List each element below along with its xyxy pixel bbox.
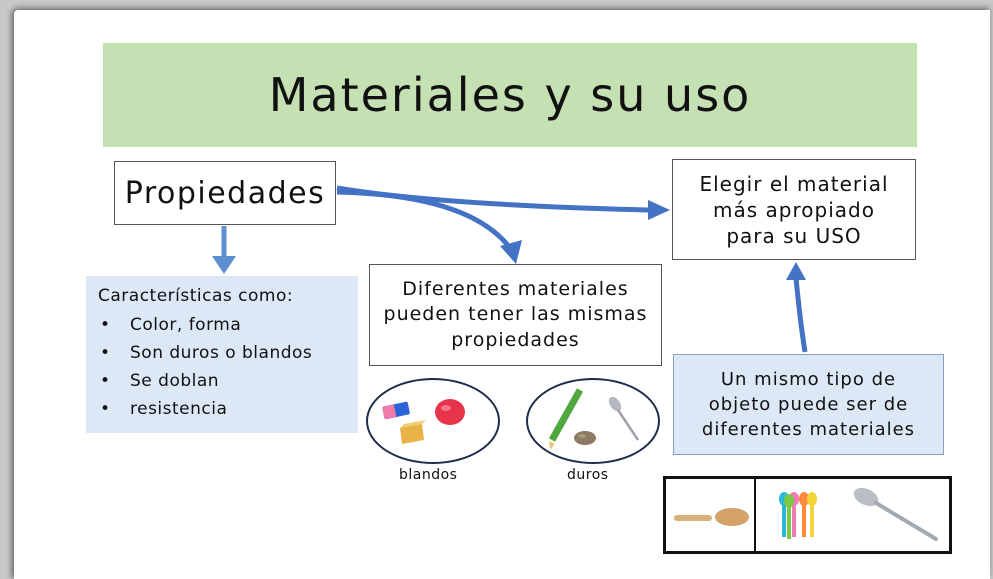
duros-oval (526, 378, 660, 464)
spoon-icon (608, 396, 640, 441)
list-item: Son duros o blandos (98, 339, 358, 367)
arrow-propiedades-to-elegir (336, 185, 670, 220)
caracteristicas-list: Color, forma Son duros o blandos Se dobl… (98, 311, 358, 423)
arrow-mismo-to-elegir (786, 262, 808, 353)
propiedades-box: Propiedades (114, 161, 336, 225)
stone-icon (574, 431, 596, 445)
eraser-icon (382, 401, 410, 420)
sponge-icon (400, 420, 426, 444)
list-item: Se doblan (98, 367, 358, 395)
caracteristicas-box: Características como: Color, forma Son d… (86, 276, 358, 433)
mismo-line-1: Un mismo tipo de (720, 368, 897, 390)
mismo-line-2: objeto puede ser de (708, 393, 909, 415)
caracteristicas-intro: Características como: (98, 286, 294, 306)
page-title: Materiales y su uso (268, 68, 752, 122)
pencil-icon (548, 388, 584, 450)
diferentes-materiales-box: Diferentes materiales pueden tener las m… (369, 264, 662, 366)
propiedades-label: Propiedades (124, 175, 326, 211)
blandos-label: blandos (399, 467, 458, 483)
diferentes-line-1: Diferentes materiales (402, 277, 629, 300)
spoons-strip (663, 476, 952, 554)
elegir-line-3: para su USO (726, 223, 862, 248)
diferentes-line-3: propiedades (451, 328, 580, 351)
metal-spoon-icon (853, 487, 938, 541)
blandos-oval (366, 378, 500, 464)
list-item: Color, forma (98, 311, 358, 339)
elegir-material-box: Elegir el material más apropiado para su… (672, 159, 916, 260)
list-item: resistencia (98, 395, 358, 423)
elegir-line-2: más apropiado (713, 197, 875, 222)
arrow-propiedades-to-caracteristicas (212, 226, 236, 274)
plastic-spoons-icon (779, 492, 817, 539)
mismo-line-3: diferentes materiales (701, 419, 916, 441)
wooden-spoon-icon (674, 508, 749, 526)
diferentes-line-2: pueden tener las mismas (383, 303, 648, 326)
mismo-tipo-box: Un mismo tipo de objeto puede ser de dif… (673, 354, 944, 455)
elegir-line-1: Elegir el material (699, 171, 889, 196)
dough-ball-icon (435, 399, 465, 425)
duros-label: duros (567, 467, 609, 483)
strip-divider (754, 479, 756, 551)
title-banner: Materiales y su uso (103, 43, 917, 147)
